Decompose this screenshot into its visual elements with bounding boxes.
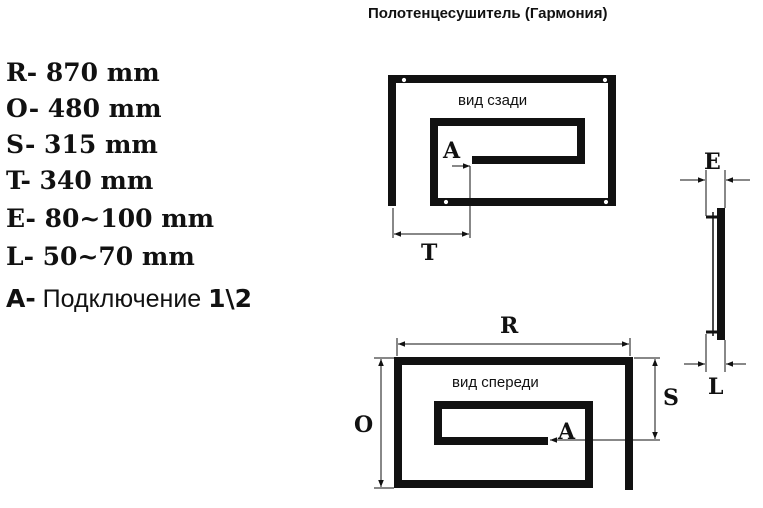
back-view: вид сзади A T <box>388 75 616 266</box>
diagram-title: Полотенцесушитель (Гармония) <box>368 5 608 22</box>
spec-a-text: Подключение <box>35 285 209 313</box>
label-a-front: A <box>557 419 576 445</box>
front-view-label: вид спереди <box>452 374 539 391</box>
label-r: R <box>500 313 519 339</box>
spec-a: A- Подключение 1\2 <box>6 284 252 314</box>
side-view: E L <box>680 149 750 400</box>
front-view-pipe <box>394 357 633 490</box>
spec-a-size: 1\2 <box>208 284 253 313</box>
spec-o: O- 480 mm <box>6 94 162 123</box>
label-a-back: A <box>442 138 461 164</box>
label-l: L <box>708 374 723 400</box>
spec-r: R- 870 mm <box>6 58 160 87</box>
label-t: T <box>421 240 438 266</box>
label-o: O <box>354 412 373 438</box>
mount-hole <box>601 76 609 84</box>
back-view-label: вид сзади <box>458 92 527 109</box>
spec-l: L- 50~70 mm <box>6 242 195 271</box>
spec-a-prefix: A- <box>6 284 36 313</box>
spec-e: E- 80~100 mm <box>6 204 215 233</box>
label-s: S <box>663 385 679 411</box>
mount-hole <box>442 198 450 206</box>
front-view: вид спереди A R O S <box>354 313 679 490</box>
label-e: E <box>704 149 721 175</box>
back-view-pipe <box>388 75 616 206</box>
mount-hole <box>400 76 408 84</box>
spec-s: S- 315 mm <box>6 130 158 159</box>
spec-t: T- 340 mm <box>6 166 154 195</box>
mount-hole <box>602 198 610 206</box>
